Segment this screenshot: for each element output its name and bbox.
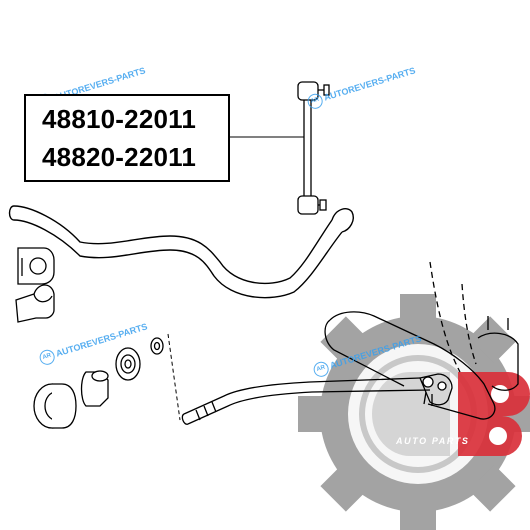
part-number-primary: 48810-22011 <box>42 104 197 134</box>
strut-bar-bushing-large <box>33 383 77 429</box>
stabilizer-link <box>297 81 330 215</box>
bushing <box>17 247 55 285</box>
stabilizer-bar <box>8 205 354 299</box>
bushing-bracket <box>15 284 55 323</box>
strut-bar-rod <box>181 377 431 425</box>
assembly-axis <box>167 333 181 421</box>
lower-arm-assembly <box>324 261 519 420</box>
gear-logo <box>298 294 530 530</box>
strut-bar-washer <box>115 347 141 381</box>
strut-bar-nut <box>150 337 164 355</box>
part-number-secondary: 48820-22011 <box>42 142 197 172</box>
part-number-box: 48810-22011 48820-22011 <box>24 94 230 182</box>
brand-tagline: AUTO PARTS <box>396 436 470 446</box>
strut-bar-collar <box>80 370 109 407</box>
